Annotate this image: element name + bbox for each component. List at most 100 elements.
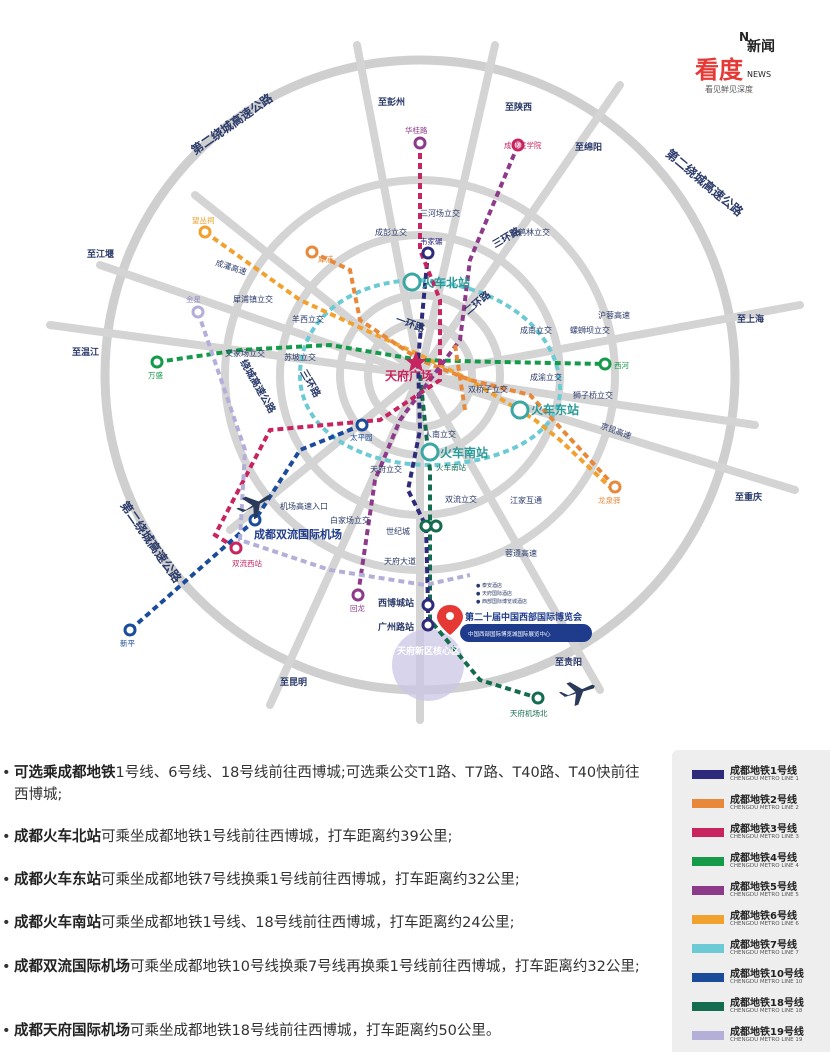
label-tianfuxinqu: 天府新区核心区 [397,645,460,657]
label-chengpeng: 成彭立交 [375,227,407,237]
label-kehua: 双流立交 [445,494,477,504]
legend-label: 成都地铁2号线 [730,795,797,806]
legend-label-en: CHENGDU METRO LINE 1 [730,776,799,782]
label-luohanba: 螺蛳坝立交 [570,325,610,335]
info-item-text: 1号线、6号线、18号线前往西博城;可选乘公交T1路、T7路、T40路、T40快… [14,765,640,803]
info-item: • 成都天府国际机场可乘坐成都地铁18号线前往西博城，打车距离约50公里。 [0,1020,650,1042]
legend-label: 成都地铁5号线 [730,882,797,893]
label-second-ring-sw: 第二绕城高速公路 [118,498,186,586]
label-shuangliu-airport: 成都双流国际机场 [254,527,342,541]
legend-label: 成都地铁1号线 [730,766,797,777]
bullet-icon: • [2,959,11,975]
label-chongqing: 至重庆 [735,491,762,503]
legend-label-en: CHENGDU METRO LINE 3 [730,834,799,840]
label-jiangjia: 江家互通 [510,495,542,505]
label-longquan: 龙泉驿 [598,495,621,505]
label-jichang-gaosu: 机场高速入口 [280,501,328,511]
label-sanhechang: 三河场立交 [420,208,460,218]
legend-label-en: CHENGDU METRO LINE 7 [730,950,799,956]
expo-marker [437,605,592,642]
legend-item: 成都地铁4号线 CHENGDU METRO LINE 4 [692,849,830,873]
label-tianfu: 天府立交 [370,464,402,474]
legend-label-en: CHENGDU METRO LINE 4 [730,863,799,869]
info-item-title: 成都火车东站 [14,872,101,888]
info-item: • 可选乘成都地铁1号线、6号线、18号线前往西博城;可选乘公交T1路、T7路、… [0,762,650,806]
legend-label: 成都地铁10号线 [730,969,804,980]
label-rennan: 人南立交 [424,429,456,439]
expo-hotel: ● 泰安酒店 [476,582,502,589]
label-baijiachang: 白家场立交 [330,515,370,525]
legend-swatch [692,1031,724,1040]
legend-item: 成都地铁2号线 CHENGDU METRO LINE 2 [692,791,830,815]
label-nanzhan: 火车南站 [440,445,488,460]
label-chenguan: 成灌高速 [214,257,248,276]
bullet-icon: • [2,829,11,845]
label-dongzhan: 火车东站 [531,402,579,417]
north-arrow-icon: N [739,30,750,44]
legend-item: 成都地铁5号线 CHENGDU METRO LINE 5 [692,878,830,902]
legend-label: 成都地铁3号线 [730,824,797,835]
logo-kan: 看度 [695,55,743,84]
legend-swatch [692,973,724,982]
label-wenjiang: 至温江 [72,346,99,358]
legend-swatch [692,1002,724,1011]
bullet-icon: • [2,765,11,781]
legend-label-en: CHENGDU METRO LINE 18 [730,1008,803,1014]
logo-news-en: NEWS [747,70,772,79]
label-second-ring-nw: 第二绕城高速公路 [188,90,276,158]
info-item-title: 成都火车北站 [14,829,101,845]
label-xihe: 西河 [614,361,629,370]
label-shuyangxi: 至陕西 [505,101,532,113]
expo-hotel: ● 天府国际酒店 [476,590,512,597]
metro-map: 第二绕城高速公路 第二绕城高速公路 第二绕城高速公路 三环路 三环路 二环路 一… [46,41,804,724]
legend-label-en: CHENGDU METRO LINE 5 [730,892,799,898]
info-item-text: 可乘坐成都地铁10号线换乘7号线再换乘1号线前往西博城，打车距离约32公里; [130,959,640,975]
label-shanghai: 至上海 [737,313,764,325]
label-jinxing: 金星 [186,294,201,304]
legend-label: 成都地铁4号线 [730,853,797,864]
legend-swatch [692,828,724,837]
label-jiangyan: 至江堰 [87,248,114,260]
info-item-text: 可乘坐成都地铁1号线前往西博城，打车距离约39公里; [101,829,453,845]
info-item-title: 成都火车南站 [14,915,101,931]
label-rao-w: 绕城高速公路 [237,357,279,416]
label-tianfu-square: 天府广场 [385,368,433,383]
legend-swatch [692,886,724,895]
bullet-icon: • [2,915,11,931]
info-item: • 成都双流国际机场可乘坐成都地铁10号线换乘7号线再换乘1号线前往西博城，打车… [0,956,650,978]
legend-item: 成都地铁19号线 CHENGDU METRO LINE 19 [692,1023,830,1047]
label-guangzhoulu: 广州路站 [378,621,414,633]
legend-item: 成都地铁3号线 CHENGDU METRO LINE 3 [692,820,830,844]
bullet-icon: • [2,1023,11,1039]
legend-label-en: CHENGDU METRO LINE 6 [730,921,799,927]
info-item: • 成都火车南站可乘坐成都地铁1号线、18号线前往西博城，打车距离约24公里; [0,912,650,934]
legend-swatch [692,799,724,808]
star-icon [405,351,427,372]
label-shuangqiao: 双桥子立交 [468,384,508,394]
legend-swatch [692,770,724,779]
label-tianfujichangbei: 天府机场北 [510,708,548,718]
label-guiyang: 至贵阳 [555,656,582,668]
bullet-icon: • [2,872,11,888]
label-mianyang: 至绵阳 [575,141,602,153]
label-xibocheng: 西博城站 [378,597,414,609]
info-item-title: 成都天府国际机场 [14,1023,130,1039]
legend-item: 成都地铁10号线 CHENGDU METRO LINE 10 [692,965,830,989]
legend-label: 成都地铁6号线 [730,911,797,922]
label-kunming: 至昆明 [280,677,307,688]
label-wenjiawei: 文家场立交 [225,348,265,358]
label-yulin: 蓉遵高速 [505,548,537,558]
legend-item: 成都地铁18号线 CHENGDU METRO LINE 18 [692,994,830,1018]
label-chenggan: 成南立交 [520,325,552,335]
legend-swatch [692,944,724,953]
legend-swatch [692,915,724,924]
label-second-ring-ne: 第二绕城高速公路 [663,146,747,220]
label-hurong: 沪蓉高速 [598,310,630,320]
legend-item: 成都地铁7号线 CHENGDU METRO LINE 7 [692,936,830,960]
legend-label: 成都地铁7号线 [730,940,797,951]
legend-label: 成都地铁19号线 [730,1027,804,1038]
label-shuangliuxi: 双流西站 [232,558,262,568]
logo-news-cn: 新闻 [747,39,775,55]
label-baihelin: 白鹤林立交 [510,227,550,237]
label-shijicheng: 世纪城 [386,526,410,536]
